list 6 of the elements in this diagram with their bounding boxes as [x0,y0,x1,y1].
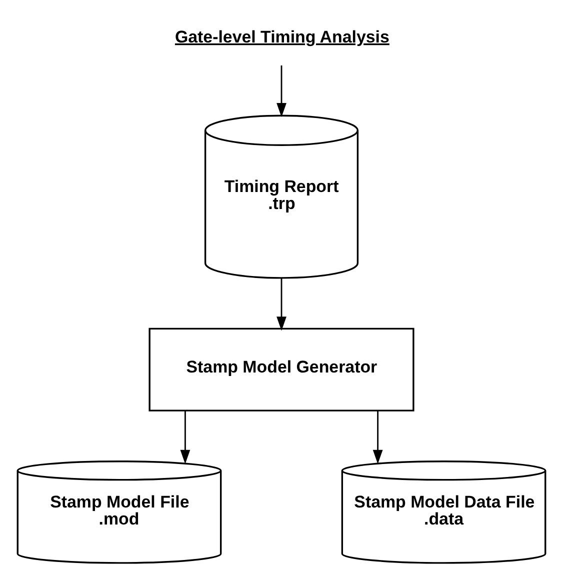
arrow [372,410,382,464]
arrow [180,410,190,464]
arrow [276,278,286,331]
node-box: Stamp Model Generator [148,328,414,412]
node-text: Gate-level Timing Analysis [174,27,389,46]
arrow [276,65,286,118]
